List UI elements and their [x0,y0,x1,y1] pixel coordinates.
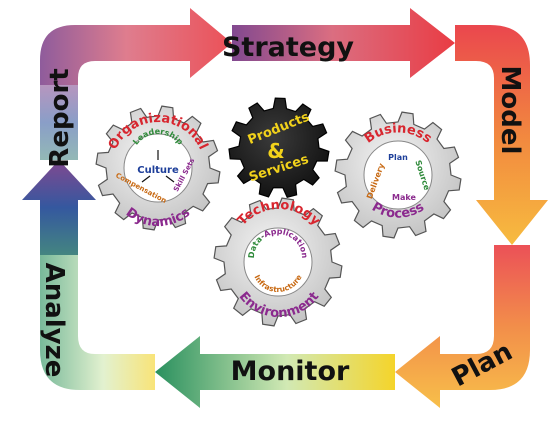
business-item-plan: Plan [388,153,408,162]
label-report: Report [45,68,75,167]
arrow-plan-monitor [395,245,530,408]
gear-organizational [95,105,221,231]
label-strategy: Strategy [222,32,354,63]
gear-technology [213,197,343,327]
arrow-strategy-model [232,8,455,78]
process-title: Process [369,200,427,222]
arrow-model-plan [455,25,548,245]
gear-products [228,97,330,199]
arrow-report-strategy [40,8,232,85]
arrow-analyze-base [40,255,155,390]
label-model: Model [495,66,525,155]
ampersand-label: & [267,139,284,163]
label-analyze: Analyze [39,263,69,378]
arrow-left-upper [40,85,78,160]
org-arrows [141,150,175,183]
arrow-analyze-report [22,160,96,255]
label-monitor: Monitor [231,356,350,387]
arrow-monitor-analyze [155,336,395,408]
business-item-make: Make [392,193,416,202]
gear-business [334,111,462,239]
org-center-culture: Culture [137,165,179,176]
